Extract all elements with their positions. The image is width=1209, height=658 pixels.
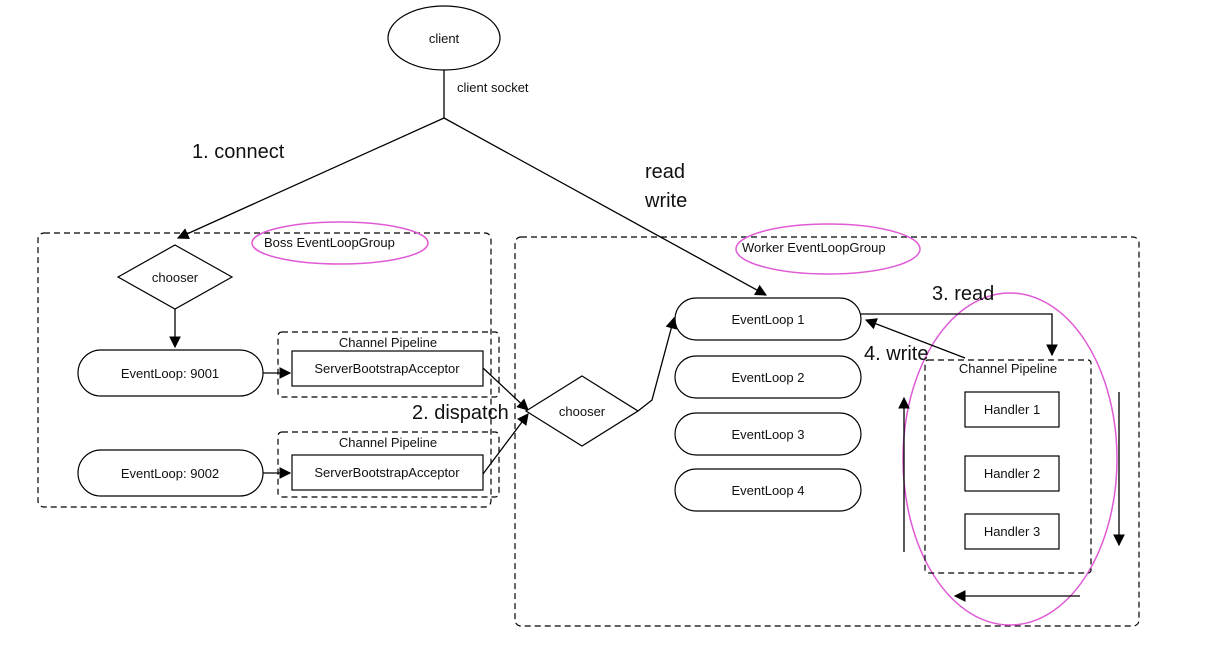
acceptor-2 [291,454,484,491]
worker-eventloop-1: EventLoop 1 [674,297,862,341]
write-label: write [644,190,687,212]
worker-eventloop-4-label: EventLoop 4 [731,483,804,498]
read-arrow [861,313,1058,357]
readwrite-arrow [443,117,768,296]
worker-group-label: Worker EventLoopGroup [742,240,886,255]
dispatch-label: 2. dispatch [412,402,509,424]
eventloop-9002-label: EventLoop: 9002 [121,466,219,481]
acceptor-1-label: ServerBootstrapAcceptor [314,361,460,376]
write-arrow [864,318,966,359]
acceptor-2-dispatch-arrow [482,413,529,475]
worker-group-highlight [735,223,921,275]
boss-group-highlight [251,221,429,265]
read-edge-label: 3. read [932,283,994,305]
handler-3-label: Handler 3 [984,524,1040,539]
read-label: read [645,161,685,183]
worker-chooser-label: chooser [559,404,606,419]
boss-chooser-label: chooser [152,270,199,285]
handler-2-label: Handler 2 [984,466,1040,481]
worker-eventloop-3-label: EventLoop 3 [731,427,804,442]
client-socket-label: client socket [457,80,529,95]
chooser-to-eventloop1-arrow [637,316,677,412]
write-edge-label: 4. write [864,343,928,365]
worker-pipeline-label: Channel Pipeline [959,361,1057,376]
boss-group-label: Boss EventLoopGroup [264,235,395,250]
boss-pipeline-2-label: Channel Pipeline [339,435,437,450]
worker-pipeline-box [924,359,1092,574]
handler-1-label: Handler 1 [984,402,1040,417]
boss-pipeline-1-label: Channel Pipeline [339,335,437,350]
boss-group-box [37,232,492,508]
worker-eventloop-1-label: EventLoop 1 [731,312,804,327]
worker-eventloop-3: EventLoop 3 [674,412,862,456]
handler-3: Handler 3 [964,513,1060,550]
pipeline-highlight [902,292,1118,626]
handler-1: Handler 1 [964,391,1060,428]
worker-group-box [514,236,1140,627]
acceptor-1-dispatch-arrow [482,367,529,411]
worker-chooser [524,375,640,447]
worker-eventloop-4: EventLoop 4 [674,468,862,512]
worker-eventloop-2-label: EventLoop 2 [731,370,804,385]
connect-label: 1. connect [192,141,285,163]
handler-2: Handler 2 [964,455,1060,492]
connect-arrow [176,117,445,240]
client-label: client [429,31,460,46]
worker-eventloop-2: EventLoop 2 [674,355,862,399]
acceptor-2-label: ServerBootstrapAcceptor [314,465,460,480]
eventloop-9001-label: EventLoop: 9001 [121,366,219,381]
